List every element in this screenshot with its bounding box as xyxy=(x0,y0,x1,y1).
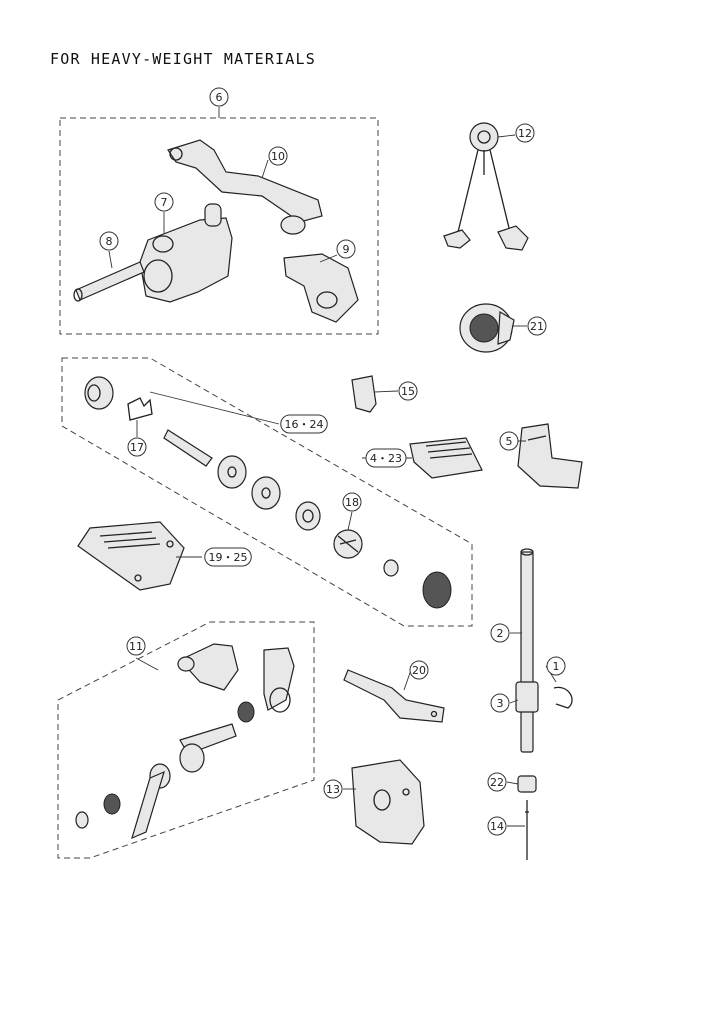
callout-c22: 22 xyxy=(487,772,507,792)
callout-badge xyxy=(365,448,407,468)
callout-badge xyxy=(546,656,566,676)
part-presser-foot xyxy=(517,423,583,489)
callout-c11: 11 xyxy=(126,636,146,656)
callout-badge xyxy=(409,660,429,680)
callout-number: 19・25 xyxy=(209,551,248,564)
callout-number: 7 xyxy=(161,196,168,209)
part-feed-dog xyxy=(409,437,483,479)
callout-c13: 13 xyxy=(323,779,343,799)
group-border-feed-assembly xyxy=(57,621,315,859)
callout-badge xyxy=(342,492,362,512)
callout-c5: 5 xyxy=(499,431,519,451)
callout-badge xyxy=(490,693,510,713)
callout-badge xyxy=(487,772,507,792)
callout-c4: 4・23 xyxy=(365,448,407,468)
callout-c1: 1 xyxy=(546,656,566,676)
callout-number: 20 xyxy=(412,664,426,677)
callout-badge xyxy=(154,192,174,212)
callout-c14: 14 xyxy=(487,816,507,836)
callout-badge xyxy=(515,123,535,143)
group-border-upper-left xyxy=(59,117,379,335)
callout-number: 18 xyxy=(345,496,359,509)
callout-c6: 6 xyxy=(209,87,229,107)
callout-badge xyxy=(499,431,519,451)
callout-c19: 19・25 xyxy=(204,547,252,567)
callout-number: 4・23 xyxy=(370,452,402,465)
part-thread-guide-15 xyxy=(351,375,377,413)
part-rotary-hook xyxy=(459,303,515,353)
callout-c10: 10 xyxy=(268,146,288,166)
callout-badge xyxy=(336,239,356,259)
callout-c3: 3 xyxy=(490,693,510,713)
callout-c8: 8 xyxy=(99,231,119,251)
callout-c21: 21 xyxy=(527,316,547,336)
callout-c7: 7 xyxy=(154,192,174,212)
callout-number: 21 xyxy=(530,320,544,333)
callout-c12: 12 xyxy=(515,123,535,143)
callout-badge xyxy=(323,779,343,799)
callout-number: 6 xyxy=(216,91,223,104)
callout-number: 3 xyxy=(497,697,504,710)
page-title: FOR HEAVY-WEIGHT MATERIALS xyxy=(50,50,316,68)
group-border-tension-assembly xyxy=(61,357,473,627)
part-needle-plate xyxy=(77,521,185,591)
callout-badge xyxy=(398,381,418,401)
callout-badge xyxy=(487,816,507,836)
callout-number: 5 xyxy=(506,435,513,448)
callout-number: 10 xyxy=(271,150,285,163)
part-thread-take-up-lever xyxy=(343,669,445,723)
callout-c20: 20 xyxy=(409,660,429,680)
callout-badge xyxy=(204,547,252,567)
callout-badge xyxy=(268,146,288,166)
callout-badge xyxy=(209,87,229,107)
callout-c18: 18 xyxy=(342,492,362,512)
leader-lines xyxy=(108,107,557,827)
callout-number: 15 xyxy=(401,385,415,398)
callout-badge xyxy=(527,316,547,336)
callout-badge xyxy=(126,636,146,656)
callout-badge xyxy=(99,231,119,251)
callout-number: 22 xyxy=(490,776,504,789)
callout-number: 9 xyxy=(343,243,350,256)
callout-number: 13 xyxy=(326,783,340,796)
callout-number: 14 xyxy=(490,820,504,833)
callout-badge xyxy=(490,623,510,643)
callout-c16: 16・24 xyxy=(280,414,328,434)
callout-badge xyxy=(280,414,328,434)
callout-number: 8 xyxy=(106,235,113,248)
part-feed-rock-assembly xyxy=(75,643,295,840)
part-feed-crank xyxy=(443,122,529,251)
callout-badge xyxy=(127,437,147,457)
callout-c9: 9 xyxy=(336,239,356,259)
callout-number: 17 xyxy=(130,441,144,454)
callout-number: 1 xyxy=(553,660,560,673)
callout-c15: 15 xyxy=(398,381,418,401)
part-bobbin-case-holder xyxy=(351,759,425,845)
callout-c17: 17 xyxy=(127,437,147,457)
part-feed-lifting-rock-shaft xyxy=(73,139,359,323)
callout-number: 16・24 xyxy=(285,418,324,431)
callout-c2: 2 xyxy=(490,623,510,643)
callout-number: 11 xyxy=(129,640,143,653)
callout-number: 2 xyxy=(497,627,504,640)
part-needle-bar xyxy=(515,548,573,860)
callout-number: 12 xyxy=(518,127,532,140)
